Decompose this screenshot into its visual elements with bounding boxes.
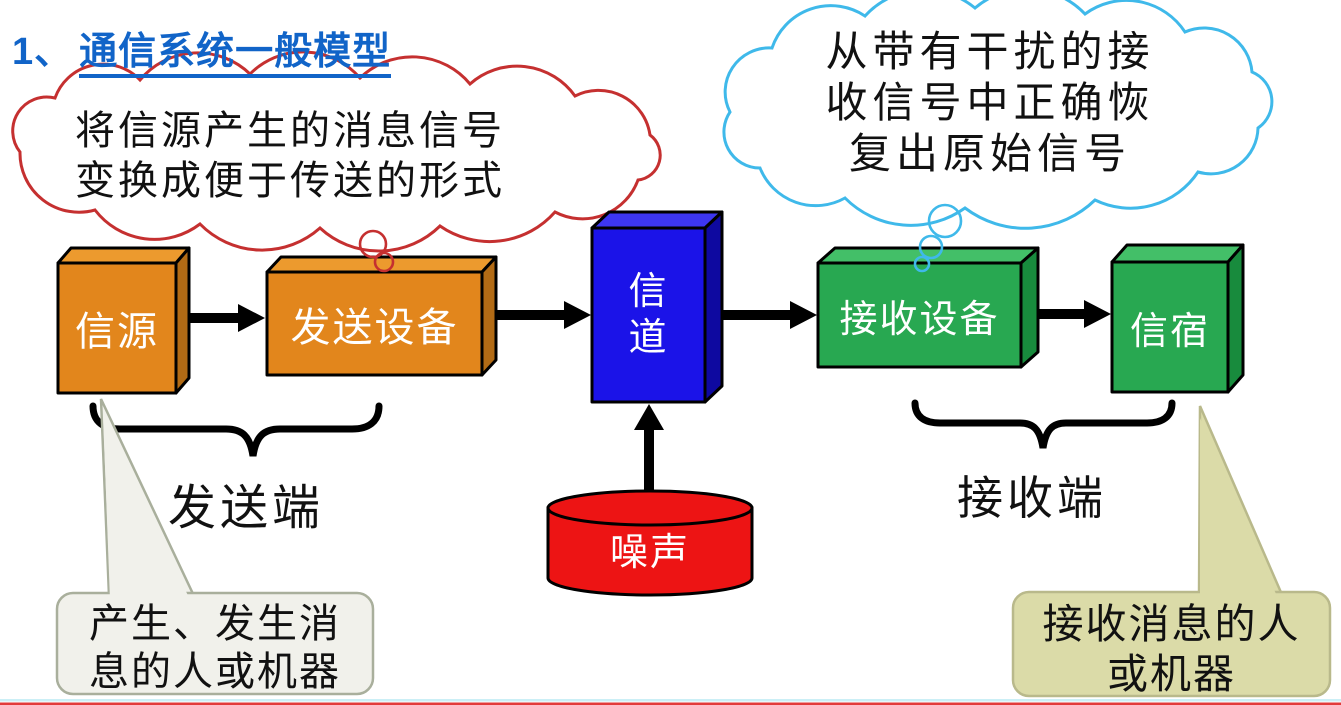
channel-label-line: 信 [628, 271, 669, 313]
noise-label: 噪声 [609, 531, 690, 574]
page-title: 1、通信系统一般模型 [12, 20, 392, 78]
transmit-cloud-text: 将信源产生的消息信号 变换成便于传送的形式 [30, 106, 550, 206]
receive-end-label: 接收端 [957, 473, 1107, 524]
transmit-cloud-tail [358, 229, 395, 273]
bottom-red-line [0, 702, 1341, 705]
channel-to-receiver-arrow [712, 301, 817, 329]
source-label: 信源 [75, 309, 159, 354]
transmitter-label: 发送设备 [290, 304, 459, 350]
source-note-line: 产生、发生消 [89, 601, 341, 646]
receive-cloud-tail [913, 203, 963, 273]
title-number: 1、 [12, 31, 74, 73]
receiver-box [816, 246, 1040, 369]
destination-note-text: 接收消息的人 或机器 [1013, 599, 1330, 699]
receive-end-brace [911, 399, 1176, 449]
transmit-cloud-line: 将信源产生的消息信号 [75, 108, 505, 153]
destination-note-line: 或机器 [1107, 651, 1236, 697]
bottom-cyan-line [0, 699, 1341, 702]
destination-label: 信宿 [1129, 310, 1210, 353]
transmit-cloud-shape [11, 50, 662, 253]
destination-note-callout [1011, 405, 1332, 698]
source-to-transmitter-arrow [179, 304, 265, 332]
channel-box [590, 210, 724, 404]
source-box [56, 246, 191, 395]
title-text: 通信系统一般模型 [79, 31, 392, 78]
transmit-cloud-line: 变换成便于传送的形式 [75, 158, 505, 203]
receive-cloud-line: 从带有干扰的接 [825, 30, 1155, 76]
receive-cloud-text: 从带有干扰的接 收信号中正确恢 复出原始信号 [760, 28, 1220, 181]
source-note-callout [55, 398, 375, 696]
channel-label: 信 道 [592, 228, 705, 402]
destination-note-line: 接收消息的人 [1042, 601, 1301, 647]
transmitter-box [265, 255, 498, 377]
receiver-to-destination-arrow [1029, 300, 1111, 328]
noise-to-channel-arrow [634, 404, 664, 500]
receive-cloud-line: 收信号中正确恢 [825, 81, 1155, 127]
receive-cloud-line: 复出原始信号 [848, 132, 1131, 178]
receiver-label: 接收设备 [839, 298, 1000, 341]
source-note-line: 息的人或机器 [89, 649, 341, 694]
source-note-text: 产生、发生消 息的人或机器 [57, 600, 373, 696]
channel-label-line: 道 [628, 317, 669, 359]
receive-cloud-shape [722, 0, 1274, 230]
noise-cylinder [546, 489, 754, 597]
destination-box [1110, 243, 1245, 394]
transmit-end-brace [89, 402, 383, 457]
transmitter-to-channel-arrow [492, 301, 591, 329]
transmit-end-label: 发送端 [167, 482, 324, 535]
